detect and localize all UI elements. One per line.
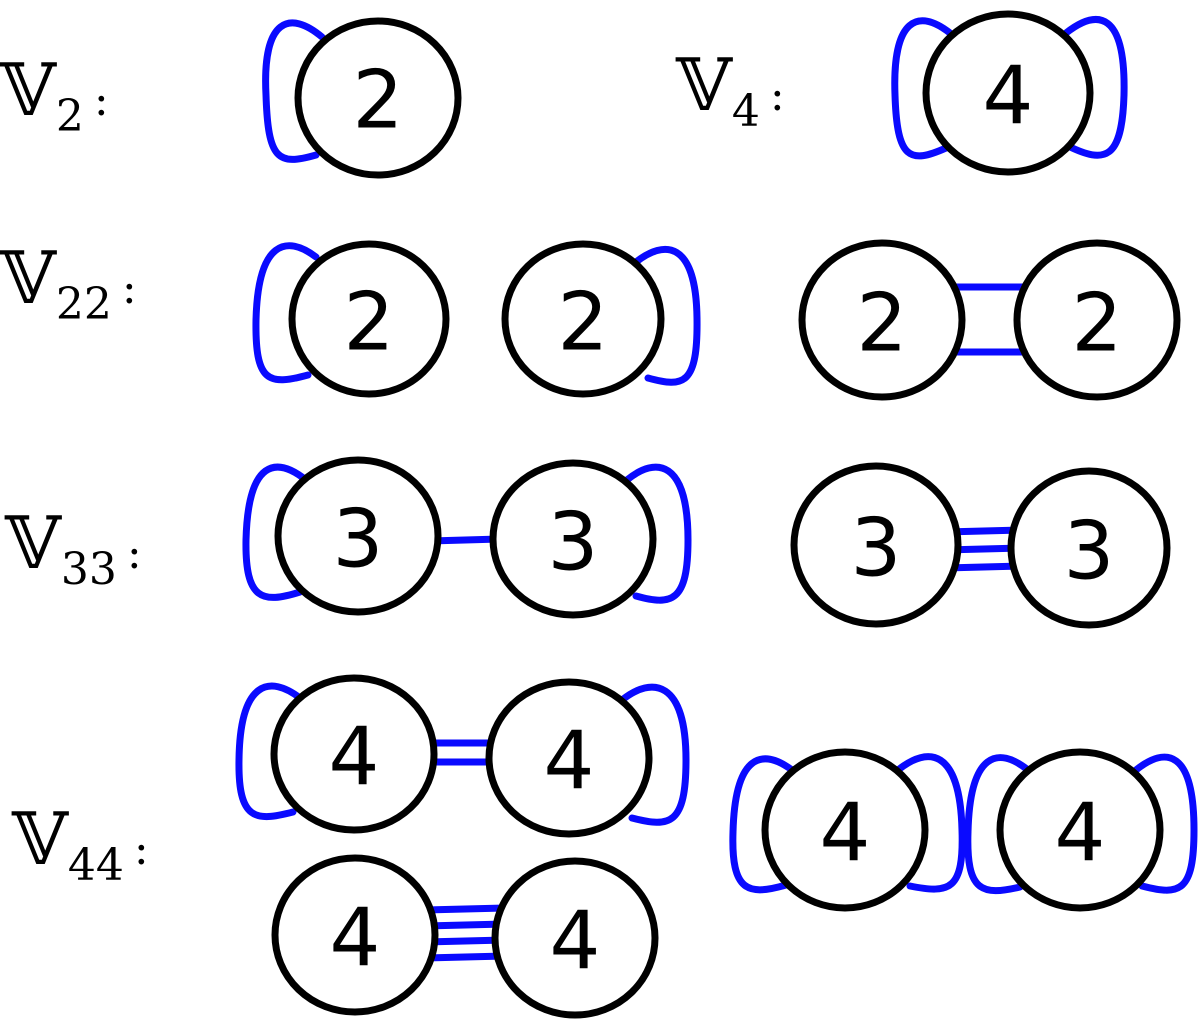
vertex-label: 2 [344,276,395,369]
label-v4: 𝕍4: [675,43,785,137]
label-v33: 𝕍33: [4,501,142,595]
diagram-v22-b: 2 2 [798,239,1181,401]
diagram-v33-b: 3 3 [790,462,1171,629]
vertex-node [489,459,657,619]
diagram-v33-a: 3 3 [242,456,692,619]
self-loop-edge [729,755,796,894]
vertex-label: 2 [857,277,908,370]
link-edge [421,952,509,962]
vertex-label: 4 [983,50,1034,143]
vertex-node [485,678,653,838]
self-loop-edge [242,463,310,601]
label-v22: 𝕍22: [0,236,137,330]
vertex-label: 2 [353,54,404,147]
self-loop-edge [262,19,326,163]
self-loop-edge [632,246,701,386]
diagram-v44-a: 4 4 [235,674,690,838]
vertex-label: 3 [333,493,384,586]
self-loop-edge [618,683,690,826]
vertex-label: 4 [1055,787,1106,880]
self-loop-edge [1062,16,1128,159]
link-edge [426,535,504,545]
vertex-node [761,748,929,912]
link-edge [421,904,509,914]
self-loop-edge [894,753,966,893]
vertex-node [798,239,966,401]
vertex-node [790,462,962,628]
vertex-label: 4 [329,711,380,804]
self-loop-edge [235,682,304,821]
diagram-v44-b: 4 4 [271,854,659,1019]
vertex-node [294,17,462,179]
self-loop-edge [623,463,692,604]
diagram-v4-a: 4 [891,10,1128,176]
vertex-node [274,456,442,616]
vertex-label: 4 [550,895,601,988]
vertex-label: 4 [544,715,595,808]
vertex-node [271,854,439,1016]
self-loop-edge [252,242,320,384]
vertex-label: 3 [1064,505,1115,598]
self-loop-edge [891,17,954,160]
vertex-node [288,240,450,398]
diagram-v2-a: 2 [262,17,462,179]
vertex-label: 3 [548,496,599,589]
self-loop-edge [964,754,1032,895]
vertex-node [1013,239,1181,401]
vertex-node [996,748,1164,912]
vertex-node [1007,467,1171,629]
self-loop-edge [1132,753,1198,894]
vertex-node [491,857,659,1019]
vertex-label: 2 [1072,277,1123,370]
diagram-v22-a: 2 2 [252,240,701,398]
vertex-label: 4 [330,892,381,985]
vertex-node [501,240,665,398]
vertex-label: 3 [851,502,902,595]
label-v2: 𝕍2: [0,48,109,142]
vertex-node [922,10,1094,176]
label-v44: 𝕍44: [11,797,149,891]
vertex-label: 2 [558,276,609,369]
vertex-node [270,674,438,834]
link-edge [421,920,509,930]
vertex-label: 4 [820,787,871,880]
diagram-v44-c: 4 4 [729,748,1198,912]
